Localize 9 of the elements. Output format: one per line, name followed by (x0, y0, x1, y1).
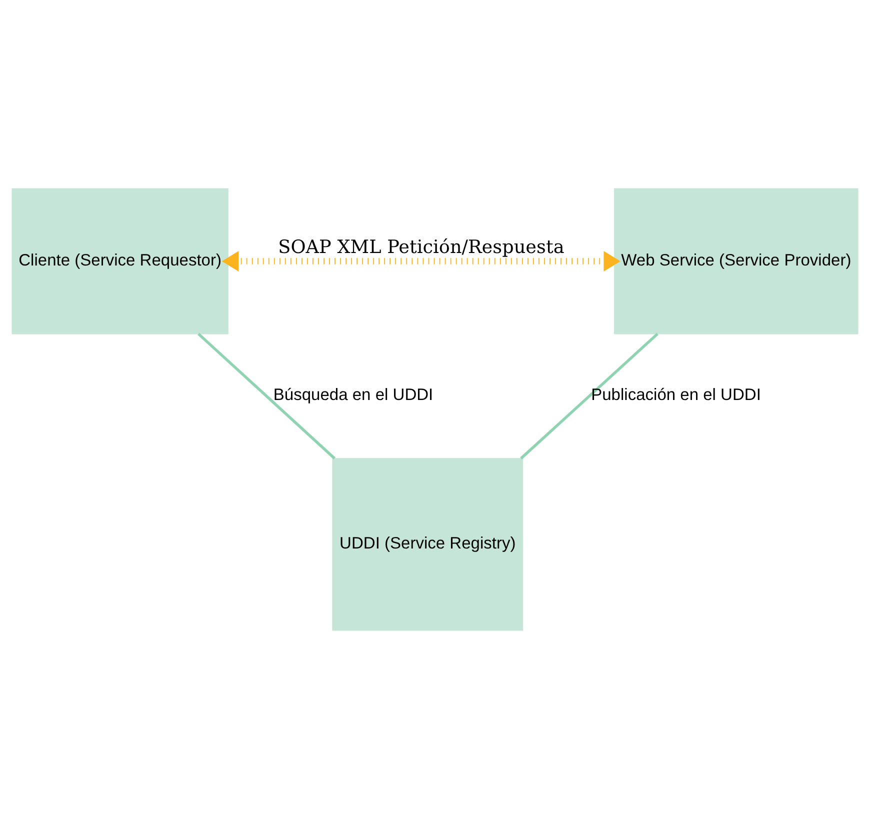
node-box: Web Service (Service Provider) (614, 188, 858, 334)
arrow (222, 250, 620, 271)
node-box: UDDI (Service Registry) (332, 458, 524, 630)
edge-label: SOAP XML Petición/Respuesta (278, 236, 564, 258)
connector (198, 332, 336, 459)
edge-label: Publicación en el UDDI (591, 384, 761, 404)
connector (520, 332, 658, 459)
edge-label: Búsqueda en el UDDI (273, 384, 434, 404)
node-box: Cliente (Service Requestor) (12, 188, 228, 334)
